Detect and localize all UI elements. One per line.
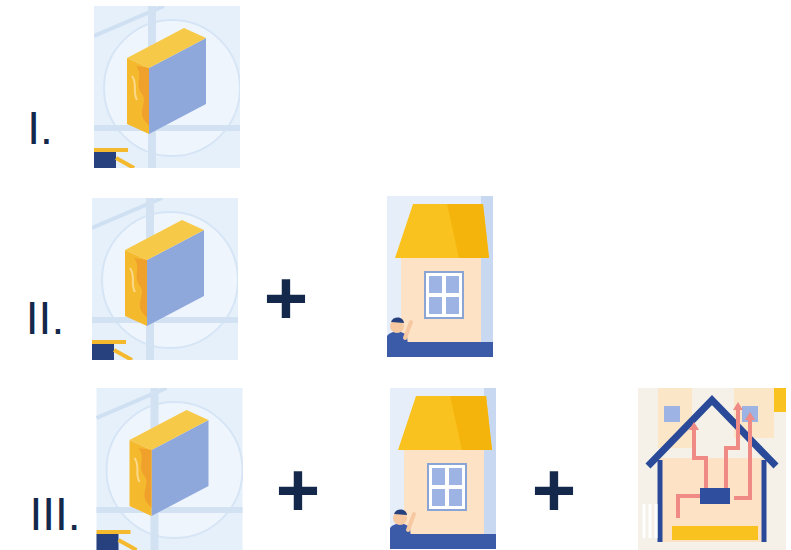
plus-sign: + [276, 452, 320, 528]
row-numeral: I. [27, 105, 53, 151]
insulation-icon [97, 388, 243, 550]
row-numeral: II. [26, 295, 64, 341]
insulation-icon [92, 198, 238, 360]
plus-sign: + [264, 260, 308, 336]
heating-icon [638, 388, 786, 550]
row-numeral: III. [29, 491, 80, 537]
house-icon [390, 388, 496, 549]
house-icon [387, 196, 493, 357]
insulation-icon [94, 6, 240, 168]
plus-sign: + [532, 452, 576, 528]
